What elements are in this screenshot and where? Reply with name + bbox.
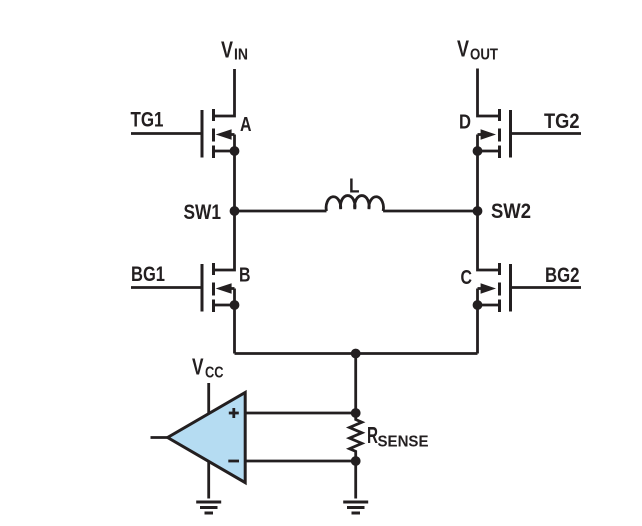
svg-text:D: D: [459, 112, 471, 134]
svg-text:OUT: OUT: [470, 47, 498, 64]
svg-text:TG1: TG1: [131, 109, 164, 132]
svg-text:R: R: [367, 422, 378, 448]
svg-text:BG1: BG1: [131, 263, 165, 286]
svg-text:TG2: TG2: [544, 110, 580, 133]
svg-text:B: B: [239, 265, 251, 287]
svg-text:IN: IN: [234, 47, 248, 64]
svg-text:SENSE: SENSE: [378, 434, 429, 451]
svg-text:V: V: [457, 36, 470, 62]
svg-text:V: V: [221, 37, 234, 63]
svg-text:V: V: [192, 354, 204, 380]
svg-text:C: C: [461, 267, 473, 289]
svg-text:CC: CC: [205, 365, 224, 382]
svg-text:L: L: [349, 176, 360, 198]
svg-text:SW2: SW2: [491, 200, 531, 223]
svg-text:SW1: SW1: [184, 201, 222, 224]
svg-text:BG2: BG2: [545, 264, 580, 287]
svg-text:A: A: [240, 114, 252, 136]
